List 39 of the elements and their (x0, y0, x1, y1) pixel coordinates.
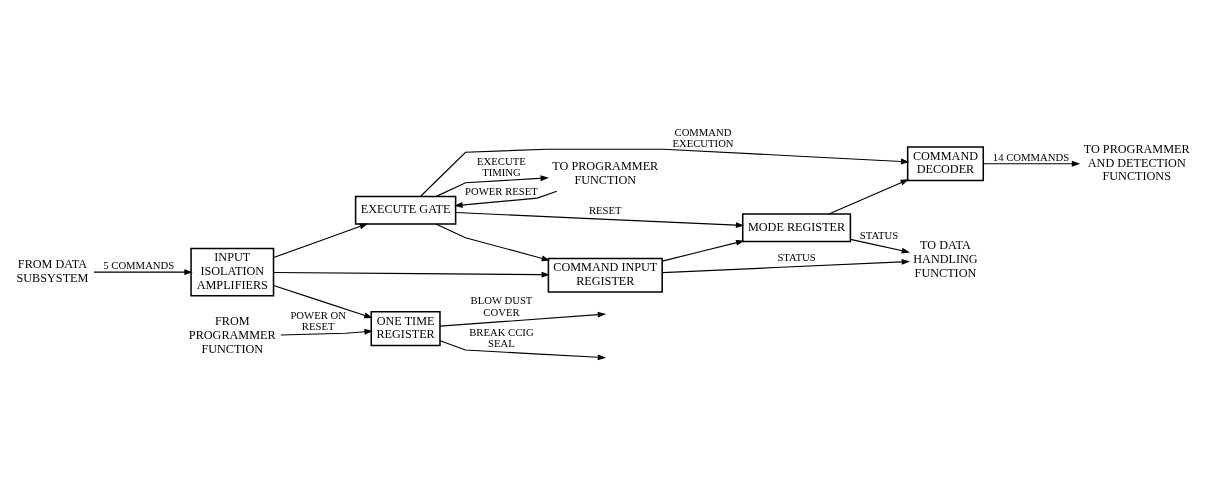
arrow (439, 311, 607, 327)
edge-label: 14 COMMANDS (992, 150, 1070, 163)
arrow (849, 238, 911, 254)
edge-label: BREAK CCIG SEAL (469, 325, 534, 350)
arrow (828, 179, 909, 215)
node-box: INPUT ISOLATION AMPLIFIERS (190, 247, 275, 297)
edge-label: BLOW DUST COVER (470, 294, 533, 318)
arrow (435, 175, 549, 197)
arrow (454, 190, 558, 208)
arrow (982, 160, 1081, 167)
edge-label: COMMAND EXECUTION (672, 125, 734, 150)
node-text: TO PROGRAMMER AND DETECTION FUNCTIONS (1083, 141, 1190, 184)
edge-label: STATUS (777, 250, 816, 263)
arrow (272, 223, 369, 259)
arrow (661, 239, 745, 262)
edge-label: STATUS (859, 228, 899, 241)
edge-label: POWER RESET (465, 185, 538, 198)
node-text: FROM PROGRAMMER FUNCTION (188, 314, 276, 356)
edge-label: POWER ON RESET (290, 308, 346, 333)
node-box: ONE TIME REGISTER (370, 311, 441, 347)
arrow (93, 269, 193, 276)
node-box: EXECUTE GATE (354, 195, 457, 225)
node-text: TO DATA HANDLING FUNCTION (913, 238, 978, 280)
arrow (661, 258, 911, 274)
node-box: MODE REGISTER (741, 213, 852, 243)
arrow (273, 271, 550, 278)
edge-label: 5 COMMANDS (103, 259, 175, 272)
node-box: COMMAND DECODER (906, 146, 985, 182)
arrow (435, 223, 551, 262)
arrow (272, 284, 373, 319)
edge-label: RESET (588, 204, 622, 217)
edge-label: EXECUTE TIMING (477, 154, 526, 179)
arrow (419, 148, 910, 198)
arrow (455, 211, 745, 229)
arrow (280, 328, 373, 336)
node-text: TO PROGRAMMER FUNCTION (552, 159, 659, 188)
arrow (439, 340, 607, 361)
node-text: FROM DATA SUBSYSTEM (16, 257, 89, 285)
node-box: COMMAND INPUT REGISTER (547, 257, 663, 293)
